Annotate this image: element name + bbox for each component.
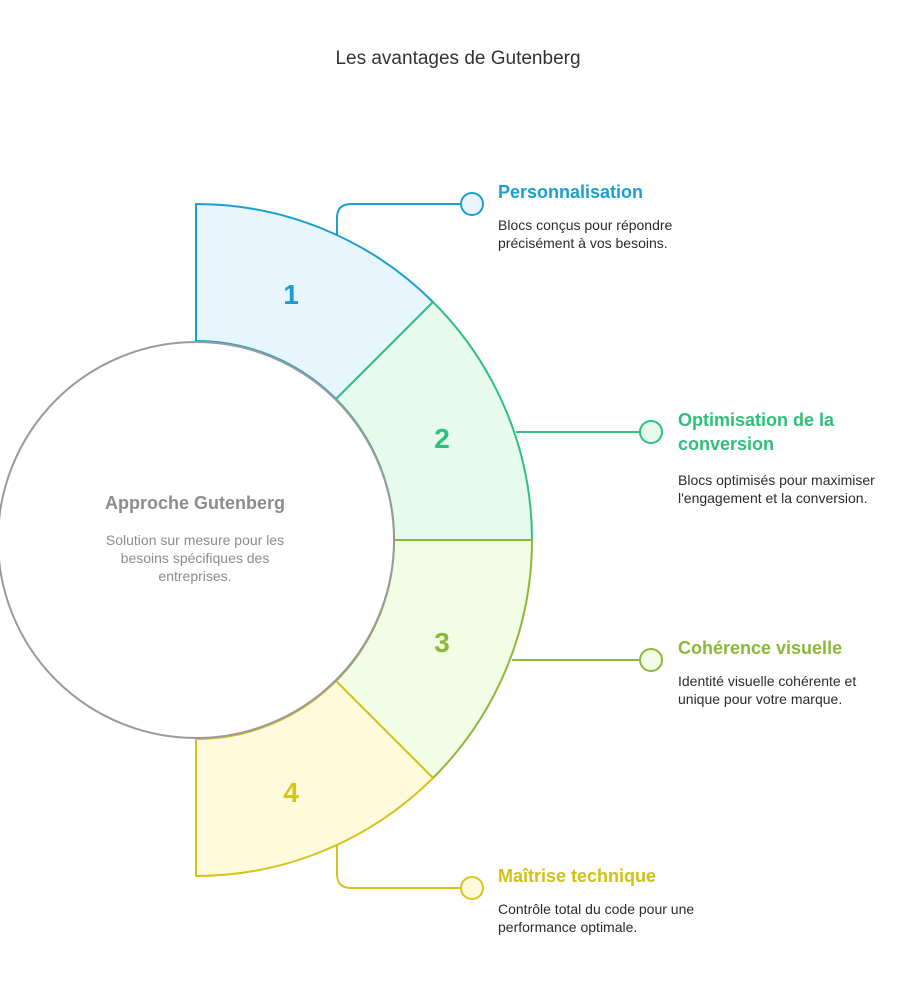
item-2-description: Blocs optimisés pour maximiser l'engagem… [678,472,875,506]
segment-number-2: 2 [434,423,450,454]
connector-4 [336,844,461,889]
connector-dot-3 [639,648,663,672]
connector-1 [336,203,461,236]
item-4-title: Maîtrise technique [498,866,657,886]
connector-dot-2 [639,420,663,444]
item-3-title: Cohérence visuelle [678,638,843,658]
connector-dot-4 [460,876,484,900]
segment-number-4: 4 [283,777,299,808]
segment-number-3: 3 [434,627,450,658]
diagram-title: Les avantages de Gutenberg [335,48,581,69]
center-description: Solution sur mesure pour les besoins spé… [105,532,285,584]
center-circle [0,341,395,739]
item-1-title: Personnalisation [498,182,644,202]
item-2-title: Optimisation de la conversion [678,410,835,454]
connector-dot-1 [460,192,484,216]
center-title: Approche Gutenberg [104,493,285,513]
item-4-description: Contrôle total du code pour une performa… [498,901,695,935]
item-3-description: Identité visuelle cohérente et unique po… [678,673,857,707]
segment-number-1: 1 [283,279,299,310]
item-1-description: Blocs conçus pour répondre précisément à… [498,217,673,251]
